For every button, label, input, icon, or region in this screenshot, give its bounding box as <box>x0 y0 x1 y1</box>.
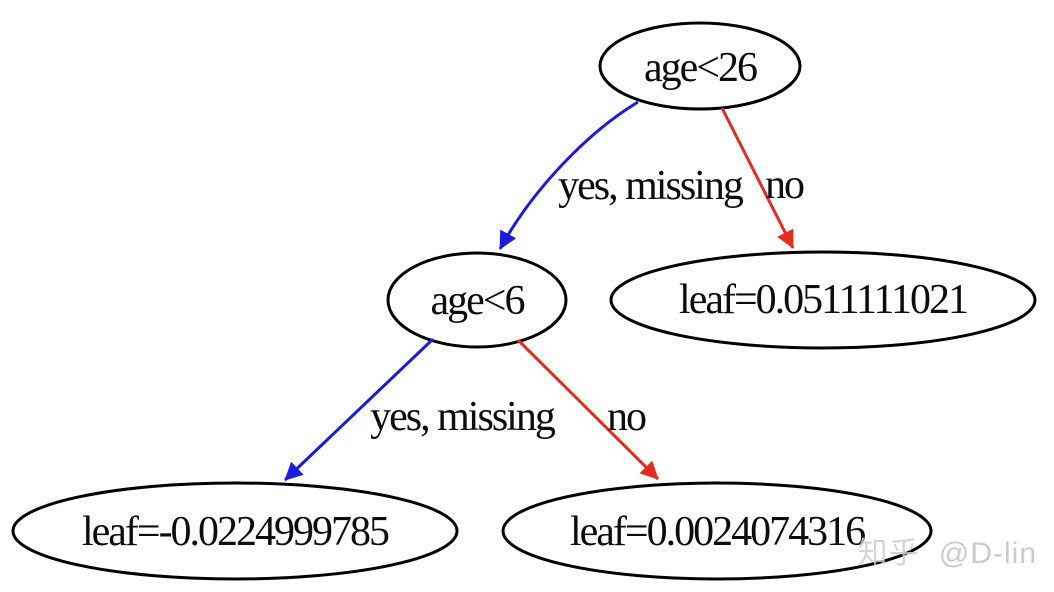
node-age6-label: age<6 <box>431 278 525 324</box>
edge-age6-no <box>516 338 660 481</box>
edge-root-yes <box>498 100 639 250</box>
edge-label-age6-no: no <box>607 394 646 440</box>
edge-label-root-no: no <box>765 162 804 208</box>
node-leaf-right-label: leaf=0.0511111021 <box>679 277 967 323</box>
node-root-ellipse <box>598 21 802 111</box>
edge-label-root-yes: yes, missing <box>558 163 744 209</box>
watermark: 知乎 @D-lin <box>858 537 1037 570</box>
node-leaf-mid-ellipse <box>501 481 933 581</box>
node-root-label: age<26 <box>644 45 757 91</box>
edge-root-no <box>720 107 795 249</box>
node-age6-ellipse <box>386 251 568 349</box>
node-leaf-right-ellipse <box>609 250 1037 350</box>
node-leaf-mid-label: leaf=0.0024074316 <box>570 509 865 555</box>
edge-label-age6-yes: yes, missing <box>370 394 556 440</box>
edge-age6-yes <box>283 337 435 482</box>
node-leaf-left-label: leaf=-0.0224999785 <box>82 509 389 555</box>
node-leaf-left-ellipse <box>11 481 459 581</box>
watermark-handle: @D-lin <box>939 537 1037 570</box>
watermark-site: 知乎 <box>858 537 920 570</box>
